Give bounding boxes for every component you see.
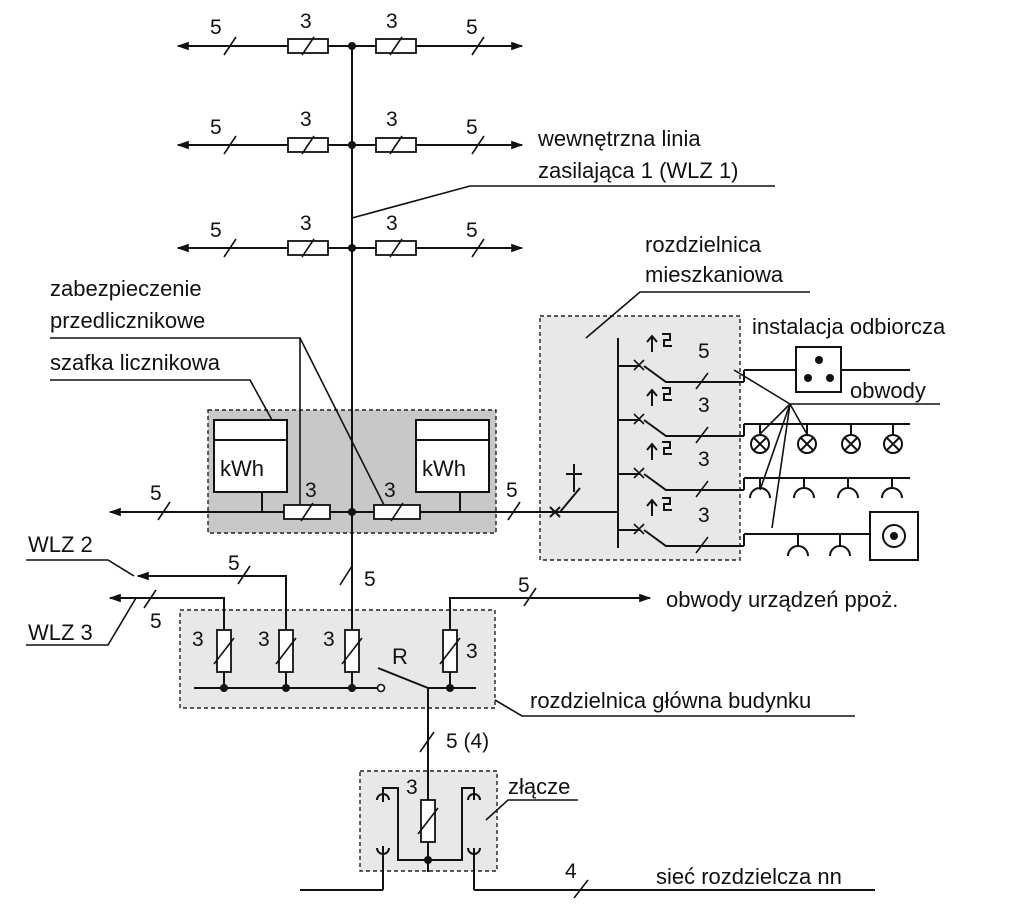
conductor-count-label: 5 (466, 116, 478, 139)
wlz3-label: WLZ 3 (28, 620, 93, 645)
wlz1-label-line1: wewnętrzna linia (537, 126, 701, 151)
flat-board-box (539, 315, 741, 561)
kwh-label: kWh (220, 456, 264, 481)
appliance-outlet (869, 511, 919, 561)
lamp-symbols (750, 424, 903, 454)
conductor-count-label: 3 (406, 776, 418, 799)
conductor-count-label: 3 (698, 394, 710, 417)
connector-label: złącze (508, 774, 570, 799)
network-label: sieć rozdzielcza nn (656, 864, 842, 889)
conductor-count-label: 5 (364, 568, 376, 591)
conductor-count-label: 5 (466, 219, 478, 242)
conductor-count-label: 4 (565, 860, 577, 883)
floor-row-ticks (223, 36, 485, 258)
kwh-meter-right: kWh (415, 419, 490, 493)
conductor-count-label: 3 (384, 479, 396, 502)
conductor-count-label: 3 (300, 212, 312, 235)
conductor-count-label: 5 (466, 16, 478, 39)
circuits-label: obwody (850, 378, 926, 403)
main-board-leader (494, 699, 855, 717)
conductor-count-label: 3 (323, 628, 335, 651)
kwh-label: kWh (422, 456, 466, 481)
flat-board-label-line1: rozdzielnica (645, 232, 762, 257)
conductor-count-label: 3 (192, 628, 204, 651)
kwh-meter-left: kWh (213, 419, 288, 493)
conductor-count-label: 3 (698, 504, 710, 527)
wlz2-label: WLZ 2 (28, 532, 93, 557)
conductor-count-label: 5 (210, 219, 222, 242)
main-board-label: rozdzielnica główna budynku (530, 688, 811, 713)
floor-row-2 (176, 137, 524, 153)
three-phase-socket (795, 346, 842, 393)
conductor-count-label: 5 (150, 610, 162, 633)
floor-row-numbers: 5 3 3 5 5 3 3 5 5 3 3 5 (210, 10, 478, 242)
conductor-count-label: 3 (300, 10, 312, 33)
conductor-count-label: 3 (466, 640, 478, 663)
wlz2-wlz3-feeders (26, 559, 287, 646)
conductor-count-label: 5 (698, 340, 710, 363)
conductor-count-label: 5 (210, 16, 222, 39)
conductor-count-label: 5 (4) (446, 730, 489, 753)
conductor-count-label: 3 (386, 108, 398, 131)
wlz1-label-line2: zasilająca 1 (WLZ 1) (538, 158, 739, 183)
conductor-count-label: 3 (698, 448, 710, 471)
conductor-count-label: 5 (228, 552, 240, 575)
conductor-count-label: 5 (506, 479, 518, 502)
flat-board-circuit (549, 333, 744, 554)
meter-cabinet-leader (50, 379, 273, 421)
main-board-circuit (194, 629, 476, 872)
connector-circuit (300, 787, 875, 891)
pre-meter-label-line2: przedlicznikowe (50, 308, 205, 333)
conductor-count-label: 5 (518, 574, 530, 597)
conductor-count-label: 3 (305, 479, 317, 502)
pre-meter-label-line1: zabezpieczenie (50, 276, 202, 301)
conductor-count-label: 3 (386, 212, 398, 235)
installation-label: instalacja odbiorcza (752, 314, 946, 339)
conductor-count-label: 3 (258, 628, 270, 651)
wlz1-leader (351, 185, 775, 219)
fire-circuits-label: obwody urządzeń ppoż. (666, 587, 898, 612)
meter-row-ticks (157, 501, 521, 522)
conductor-count-label: 3 (386, 10, 398, 33)
flat-board-leader (585, 291, 810, 339)
connector-leader (485, 799, 578, 821)
conductor-count-label: 3 (300, 108, 312, 131)
meter-cabinet-label: szafka licznikowa (50, 350, 221, 375)
flat-board-label-line2: mieszkaniowa (645, 262, 784, 287)
switch-r-label: R (392, 644, 408, 669)
conductor-count-label: 5 (210, 116, 222, 139)
fire-circuit-line (449, 593, 652, 630)
conductor-count-label: 5 (150, 482, 162, 505)
